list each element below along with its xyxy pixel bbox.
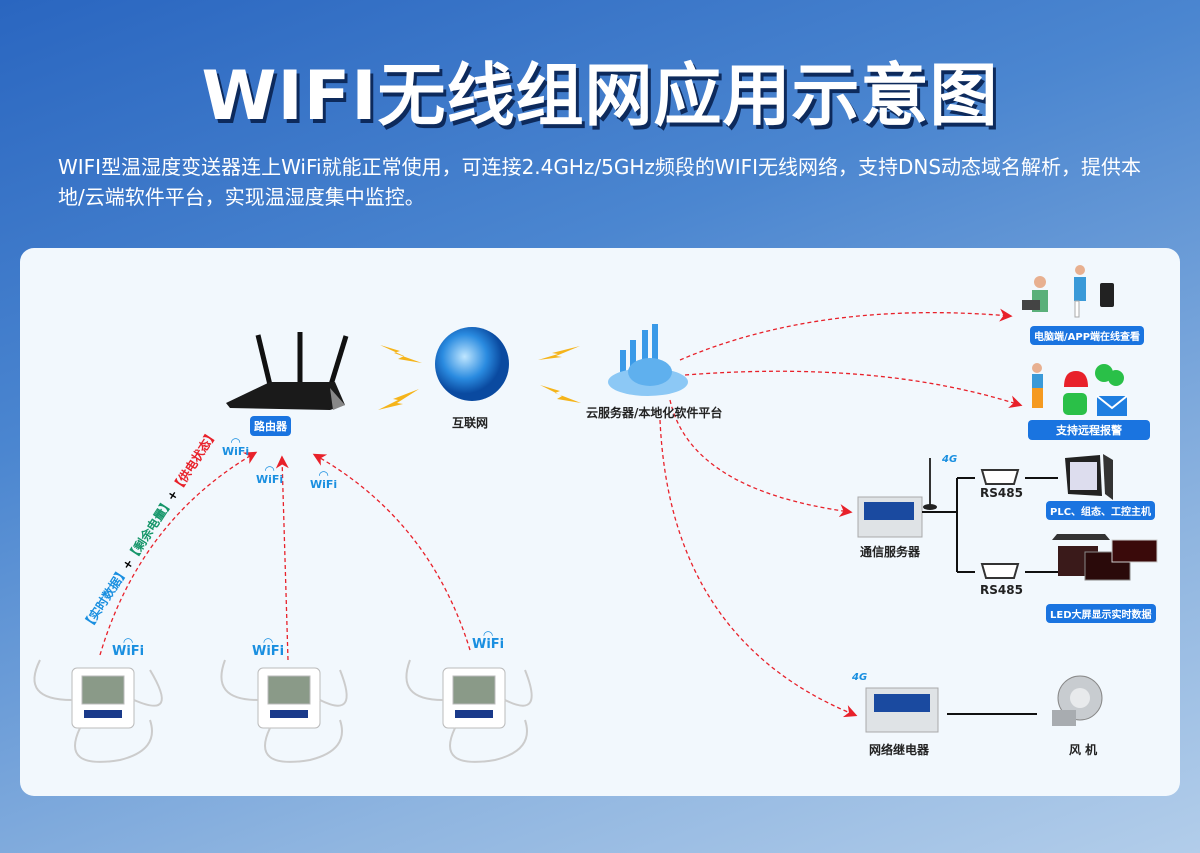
4g-icon: 4G (852, 672, 868, 683)
wifi-icon: ◠WiFi (472, 628, 505, 652)
sensor-devices (33, 659, 533, 763)
arrow-cloud-relay (659, 419, 858, 718)
wifi-icon: ◠WiFi (222, 435, 250, 458)
arrow-sensor3-router (312, 453, 471, 651)
alarm-icons (1063, 364, 1128, 416)
rs485-label: RS485 (980, 486, 1023, 500)
plc-monitor-icon (1065, 454, 1113, 500)
arrow-cloud-alarm (684, 370, 1023, 409)
wifi-icon: ◠WiFi (112, 635, 145, 659)
led-screen-label: LED大屏显示实时数据 (1046, 604, 1156, 623)
remote-alarm-label: 支持远程报警 (1028, 420, 1150, 440)
arrow-sensor1-router (99, 451, 258, 656)
router-icon (226, 332, 349, 410)
relay-icon (865, 687, 939, 733)
fan-label: 风 机 (1069, 743, 1098, 757)
description: WIFI型温湿度变送器连上WiFi就能正常使用，可连接2.4GHz/5GHz频段… (58, 155, 1142, 209)
wifi-icon: ◠WiFi (252, 635, 285, 659)
connection-lines (922, 477, 1058, 715)
internet-label: 互联网 (452, 416, 489, 430)
view-online-label: 电脑端/APP端在线查看 (1030, 326, 1145, 345)
fan-icon (1052, 675, 1103, 726)
arrow-sensor2-router (275, 455, 289, 661)
wifi-icon: ◠WiFi (256, 463, 284, 486)
relay-label: 网络继电器 (869, 743, 930, 757)
4g-icon: 4G (942, 454, 958, 465)
lightning-icons (378, 345, 581, 410)
arrow-cloud-comm (669, 399, 853, 518)
rs485-label: RS485 (980, 583, 1023, 597)
cloud-platform-label: 云服务器/本地化软件平台 (586, 406, 723, 420)
cloud-icon (608, 324, 688, 396)
plc-label: PLC、组态、工控主机 (1046, 501, 1156, 520)
comm-server-label: 通信服务器 (860, 545, 921, 559)
router-label: 路由器 (250, 416, 291, 436)
arrow-cloud-view (679, 308, 1013, 361)
diagram-panel (20, 248, 1180, 796)
rs485-port-icons (980, 469, 1020, 579)
led-screen-icon (1052, 534, 1158, 581)
comm-server-icon (857, 458, 937, 538)
page-title: WIFI无线组网应用示意图 (201, 57, 999, 136)
globe-icon (435, 327, 509, 401)
wifi-icon: ◠WiFi (310, 468, 338, 491)
people-icons (1022, 265, 1114, 408)
